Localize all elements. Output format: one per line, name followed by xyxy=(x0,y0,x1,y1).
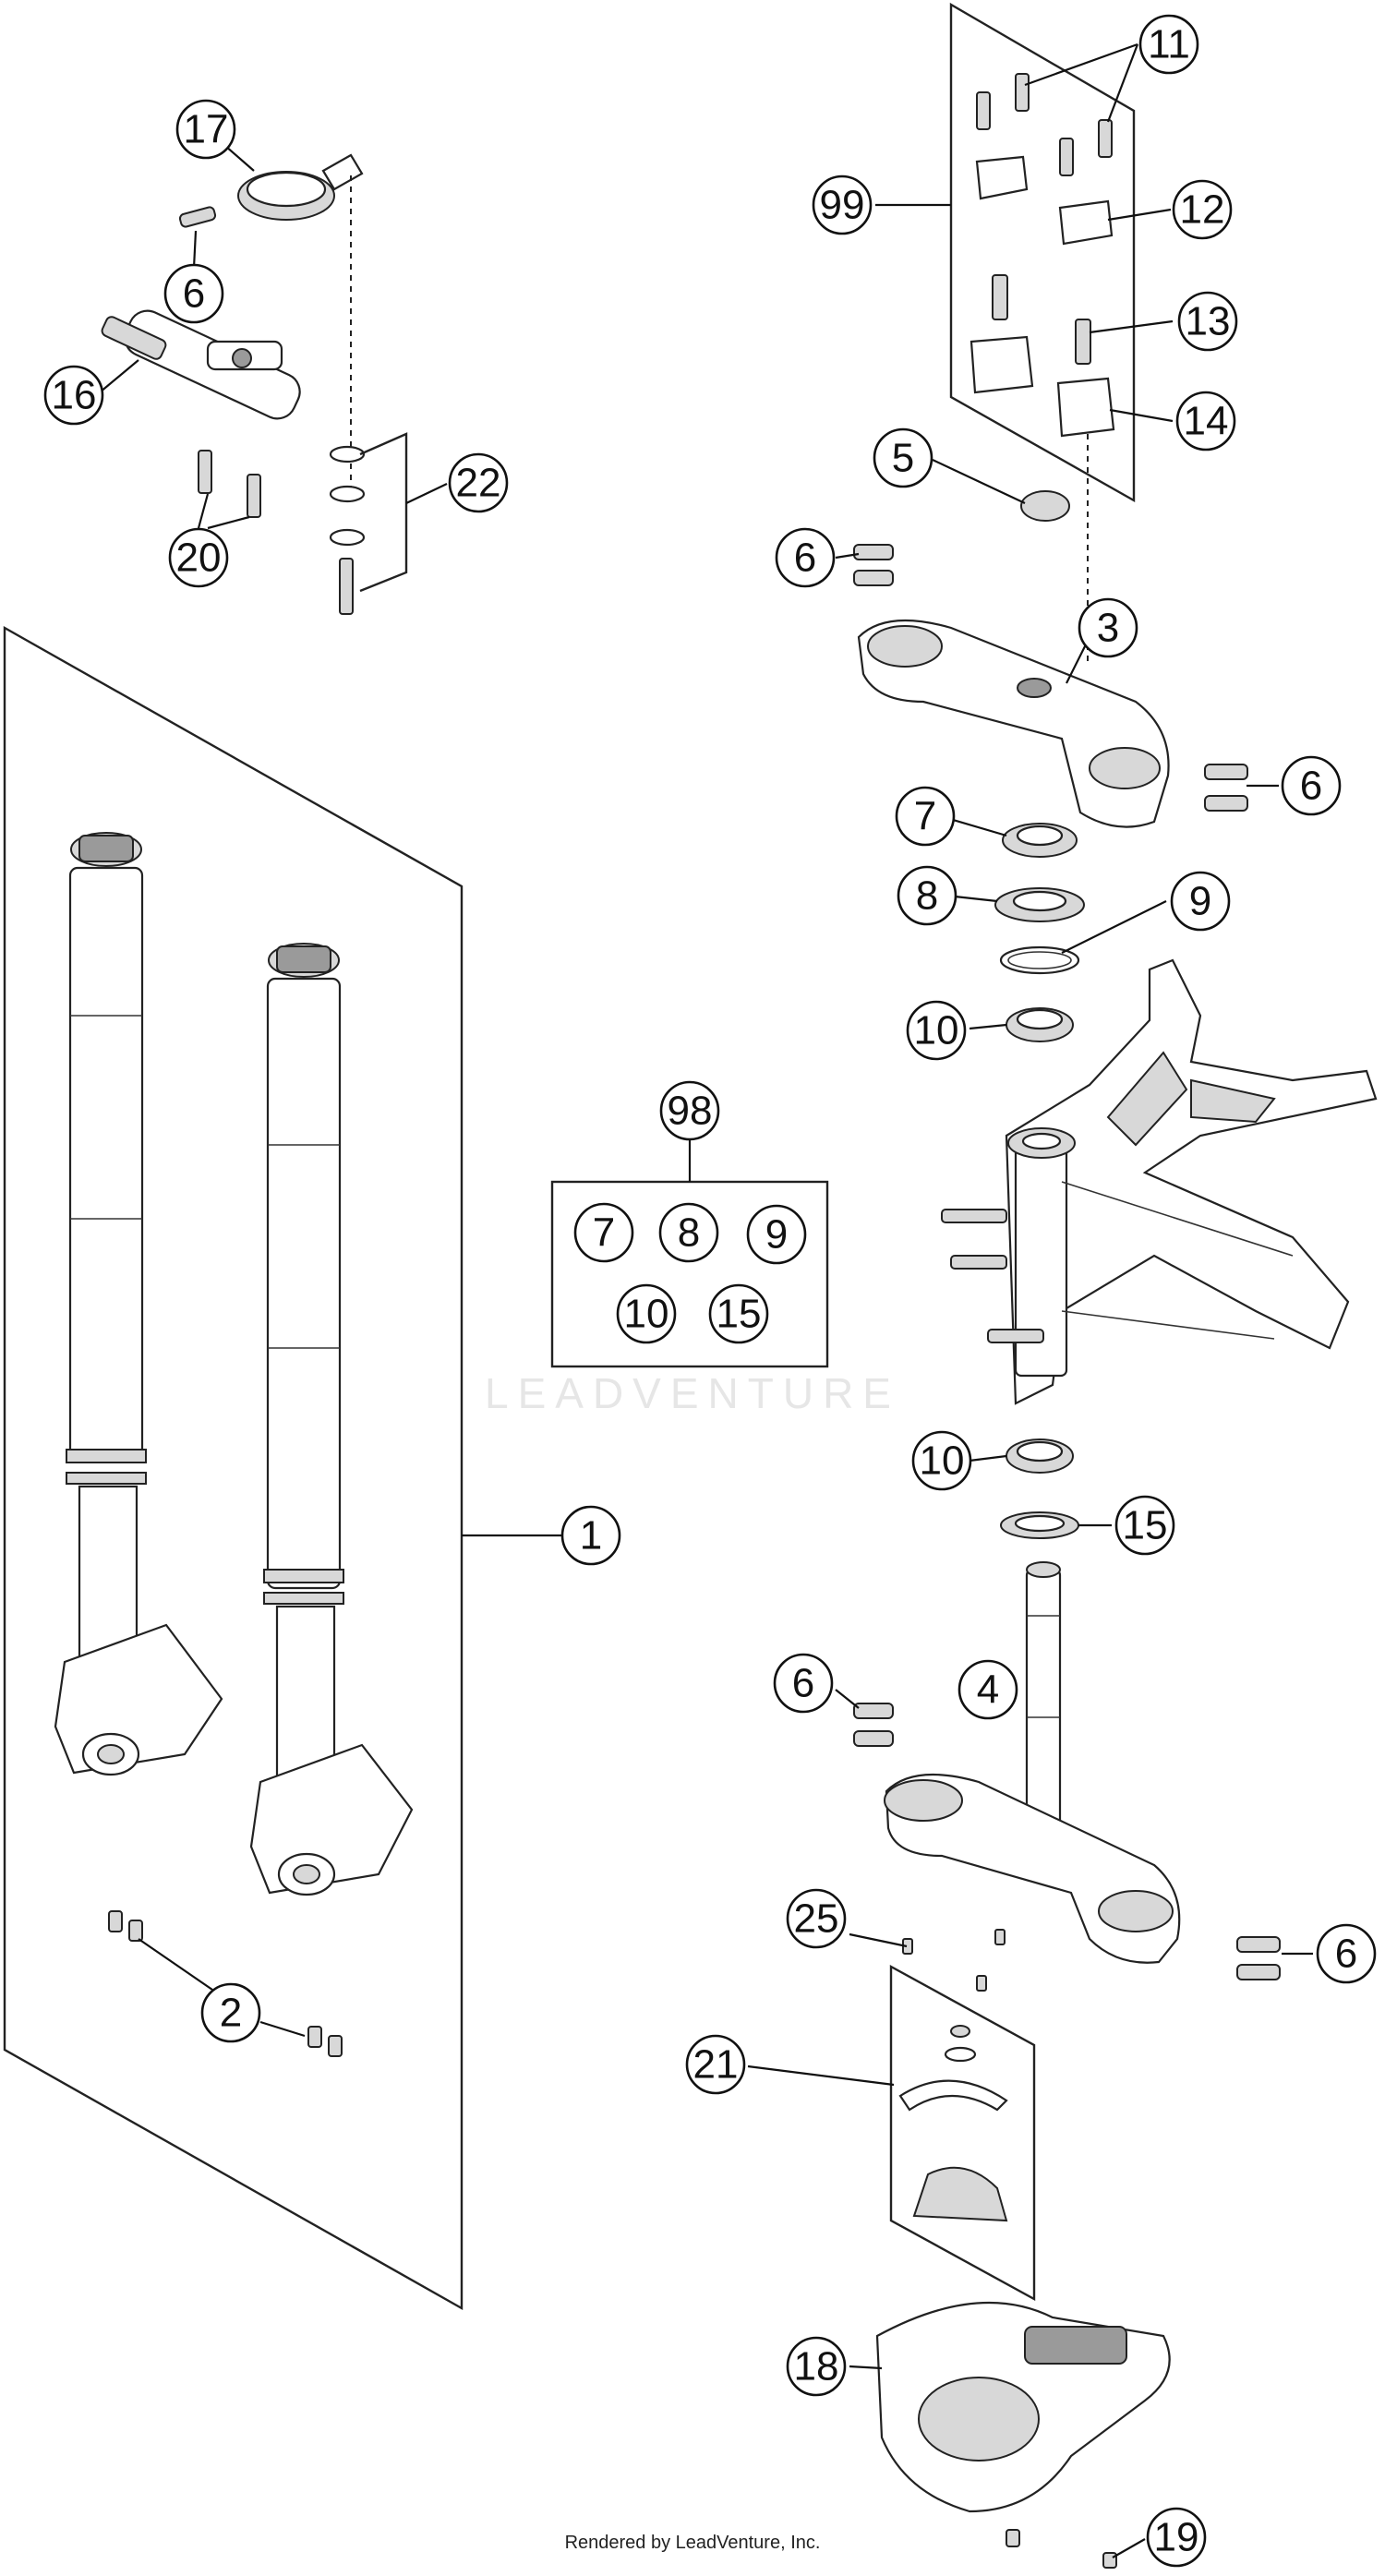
callout-20: 20 xyxy=(168,527,229,588)
callout-2: 2 xyxy=(200,1982,261,2043)
callout-10-lower: 10 xyxy=(911,1430,972,1491)
callout-16: 16 xyxy=(43,365,104,426)
callout-3: 3 xyxy=(1078,597,1138,658)
svg-text:11: 11 xyxy=(1148,22,1190,67)
svg-text:13: 13 xyxy=(1186,299,1231,344)
frame-steering-head xyxy=(941,958,1378,1405)
fork-assembly-group xyxy=(3,625,565,2311)
svg-text:2: 2 xyxy=(220,1991,242,2036)
kit-item-8: 8 xyxy=(658,1202,719,1263)
svg-text:3: 3 xyxy=(1097,606,1119,651)
callout-98: 98 xyxy=(659,1080,720,1141)
callout-13: 13 xyxy=(1177,291,1238,352)
svg-text:6: 6 xyxy=(794,536,816,581)
svg-text:5: 5 xyxy=(892,436,914,481)
callout-21: 21 xyxy=(685,2034,746,2095)
callout-17: 17 xyxy=(175,99,236,160)
svg-text:6: 6 xyxy=(1335,1932,1357,1977)
upper-triple-clamp-group xyxy=(835,544,1279,1042)
svg-text:10: 10 xyxy=(914,1008,959,1053)
svg-text:21: 21 xyxy=(693,2042,739,2088)
handlebar-clamp-group xyxy=(875,2,1174,665)
svg-text:1: 1 xyxy=(580,1513,602,1559)
watermark: LEADVENTURE xyxy=(485,1369,900,1417)
callout-5: 5 xyxy=(873,427,933,488)
cover-kit-frame xyxy=(889,1964,1036,2302)
svg-text:7: 7 xyxy=(914,794,936,839)
svg-text:25: 25 xyxy=(794,1896,839,1942)
svg-text:14: 14 xyxy=(1184,399,1229,444)
svg-text:4: 4 xyxy=(977,1667,999,1713)
callout-7: 7 xyxy=(895,786,956,847)
svg-text:6: 6 xyxy=(1300,764,1322,809)
svg-text:19: 19 xyxy=(1154,2515,1199,2560)
svg-text:8: 8 xyxy=(678,1210,700,1256)
svg-text:99: 99 xyxy=(820,183,865,228)
callout-12: 12 xyxy=(1172,179,1233,240)
svg-text:10: 10 xyxy=(920,1438,965,1484)
callout-99: 99 xyxy=(812,175,873,235)
callout-1: 1 xyxy=(560,1505,621,1566)
callout-10-upper: 10 xyxy=(906,1000,967,1061)
svg-text:20: 20 xyxy=(176,536,222,581)
svg-text:15: 15 xyxy=(1123,1503,1168,1548)
fork-leg-right xyxy=(249,943,414,1896)
svg-text:9: 9 xyxy=(1189,879,1211,924)
callout-6-damper: 6 xyxy=(163,263,224,324)
callout-6-upper-right: 6 xyxy=(1281,755,1342,816)
callout-6-lower-left: 6 xyxy=(773,1653,834,1714)
clamp-kit-frame xyxy=(949,2,1136,503)
lower-triple-clamp-group xyxy=(835,1438,1313,1980)
svg-text:7: 7 xyxy=(593,1210,615,1256)
callout-8: 8 xyxy=(897,865,957,926)
fork-leg-left xyxy=(54,832,223,1776)
kit-item-7: 7 xyxy=(573,1202,634,1263)
kit-item-10: 10 xyxy=(616,1283,677,1344)
callout-4: 4 xyxy=(957,1659,1018,1720)
bottom-parts-group xyxy=(747,1929,1171,2569)
callout-6-lower-right: 6 xyxy=(1316,1923,1377,1984)
fork-assembly-frame xyxy=(3,625,464,2311)
callout-9: 9 xyxy=(1170,871,1231,932)
callout-6-upper-left: 6 xyxy=(775,527,836,588)
callout-15: 15 xyxy=(1114,1495,1175,1556)
svg-text:15: 15 xyxy=(717,1292,762,1337)
callout-11: 11 xyxy=(1138,14,1199,75)
steering-damper-group xyxy=(99,145,448,615)
svg-text:18: 18 xyxy=(794,2344,839,2389)
footer-credit: Rendered by LeadVenture, Inc. xyxy=(565,2533,821,2553)
svg-text:10: 10 xyxy=(624,1292,669,1337)
fork-screws xyxy=(108,1910,343,2057)
svg-text:22: 22 xyxy=(456,461,501,506)
callout-14: 14 xyxy=(1175,391,1236,451)
kit-item-15: 15 xyxy=(708,1283,769,1344)
svg-text:98: 98 xyxy=(668,1089,713,1134)
callout-22: 22 xyxy=(448,452,509,513)
svg-text:17: 17 xyxy=(184,107,229,152)
kit-item-9: 9 xyxy=(746,1204,807,1265)
callout-19: 19 xyxy=(1146,2507,1207,2568)
callout-18: 18 xyxy=(786,2336,847,2397)
svg-text:8: 8 xyxy=(916,873,938,919)
svg-text:9: 9 xyxy=(765,1212,788,1258)
svg-text:6: 6 xyxy=(183,271,205,317)
svg-text:16: 16 xyxy=(52,373,97,418)
svg-text:12: 12 xyxy=(1180,187,1225,233)
callout-25: 25 xyxy=(786,1888,847,1949)
bearing-kit-group xyxy=(550,1138,829,1368)
svg-text:6: 6 xyxy=(792,1661,814,1706)
